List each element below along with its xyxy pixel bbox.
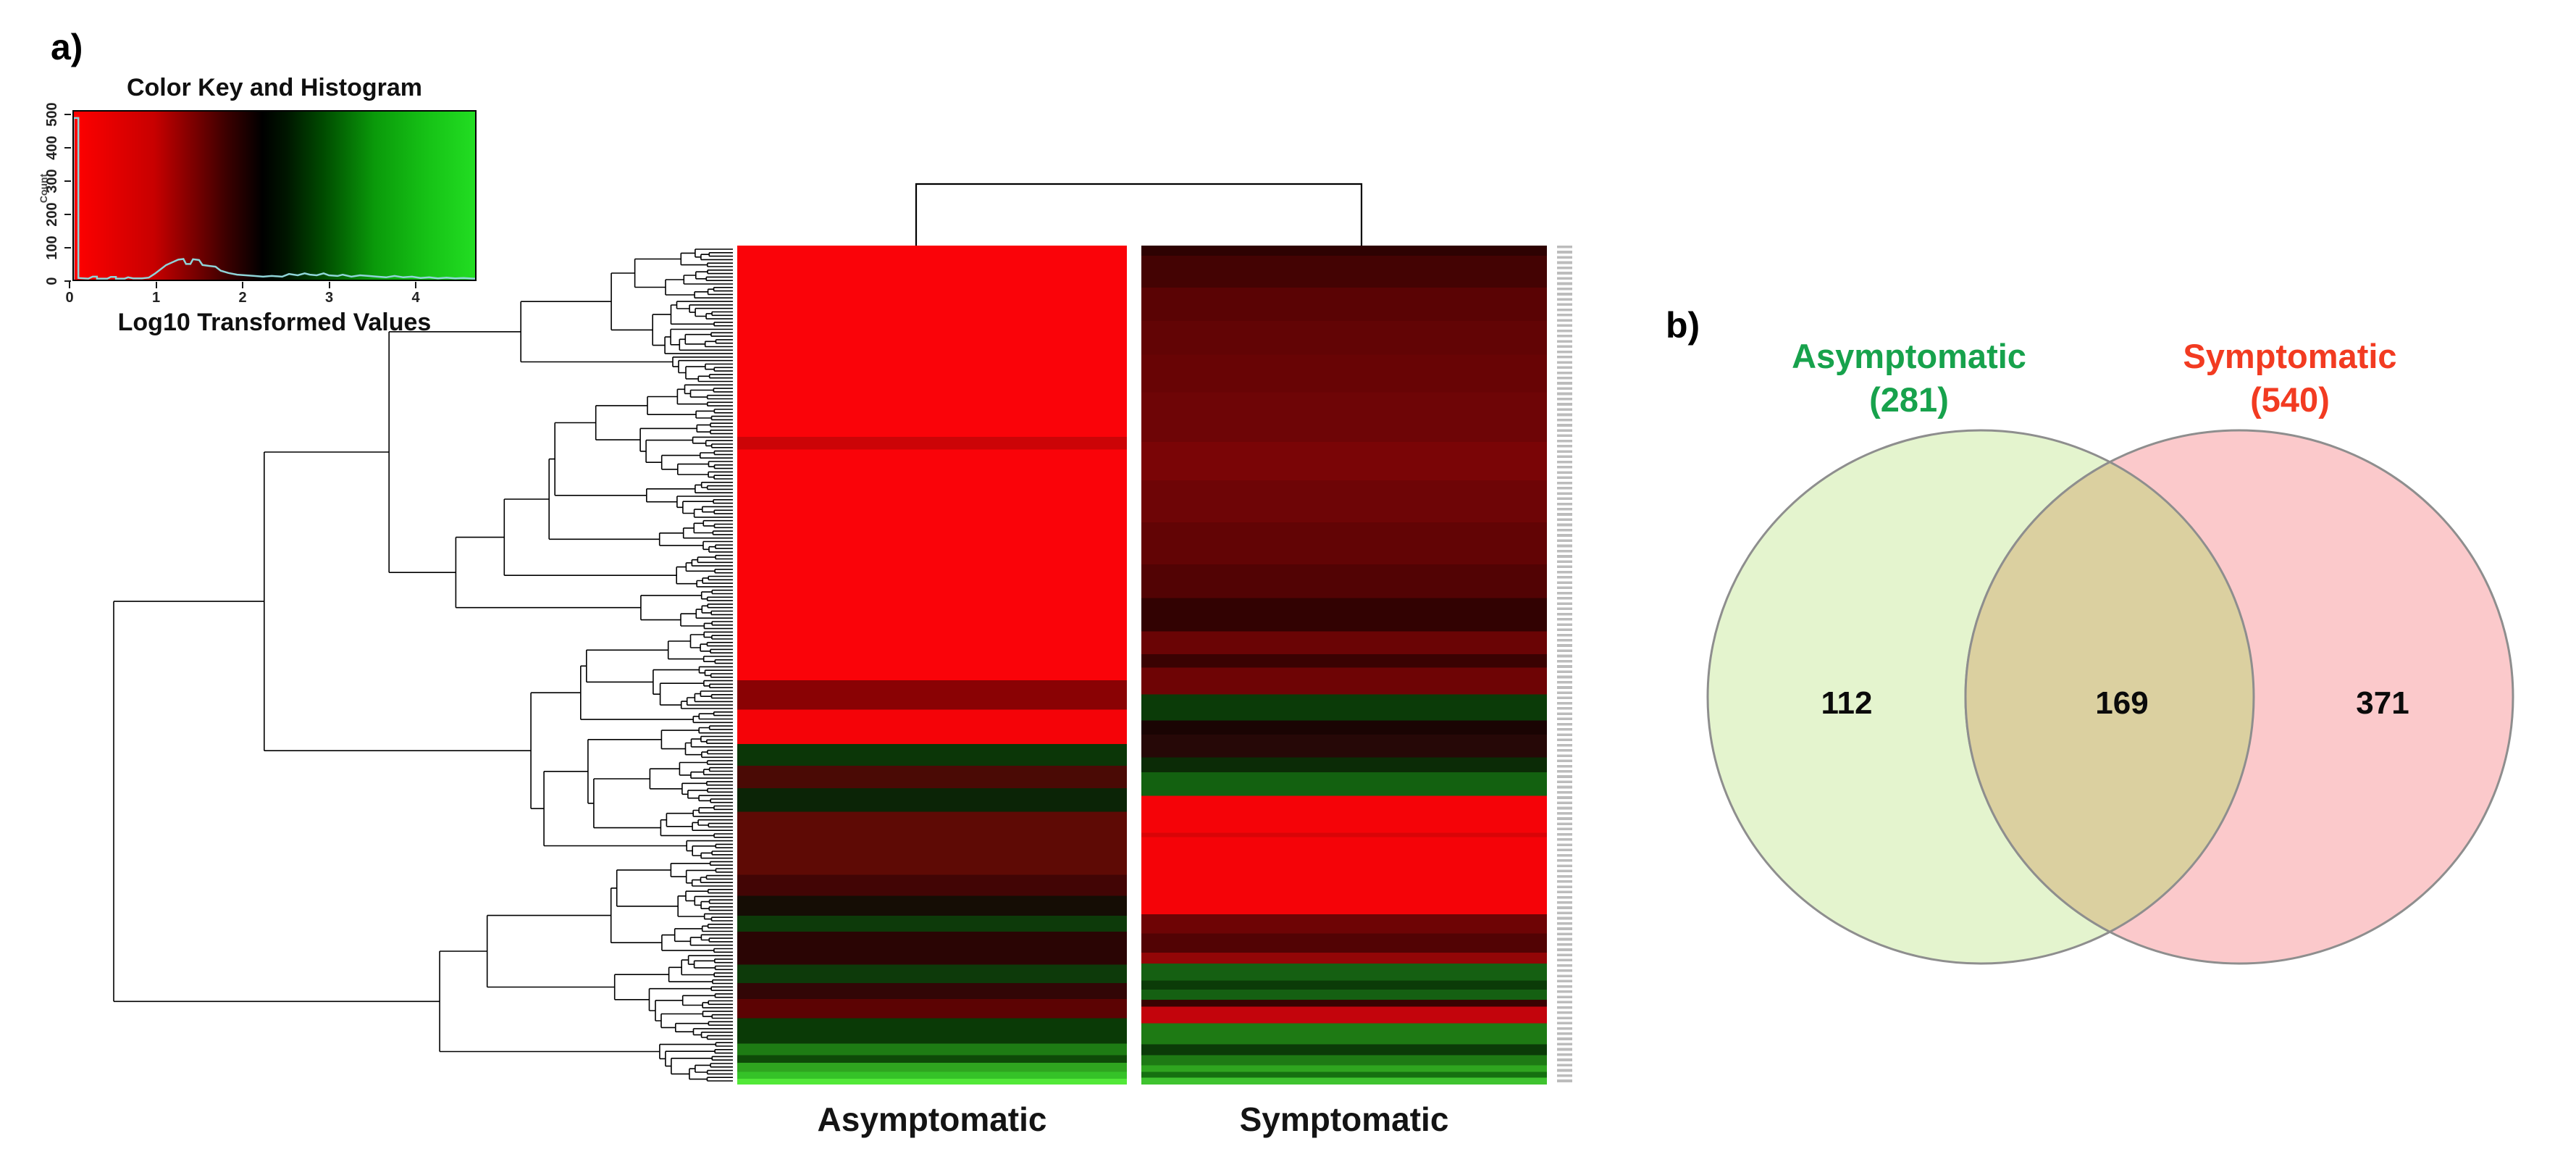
row-dendrogram xyxy=(113,248,733,1082)
venn-right-title: Symptomatic (540) xyxy=(2116,335,2464,422)
heatmap-column-asymptomatic xyxy=(737,246,1127,1085)
color-key-y-tick xyxy=(64,247,71,248)
heatmap-column-symptomatic xyxy=(1141,246,1547,1085)
venn-right-only-value: 371 xyxy=(2356,685,2409,721)
venn-left-circle-inner-arc xyxy=(1965,430,2255,964)
color-key-gradient xyxy=(72,110,477,281)
color-key-x-tick xyxy=(242,282,243,288)
color-key-y-tick xyxy=(64,114,71,115)
color-key-x-label: Log10 Transformed Values xyxy=(117,309,432,336)
heatmap-row-labels xyxy=(1557,246,1572,1085)
heatmap-label-asymptomatic: Asymptomatic xyxy=(817,1100,1047,1138)
color-key-x-tick-label: 3 xyxy=(324,290,334,306)
venn-intersection-value: 169 xyxy=(2095,685,2149,721)
color-key-y-tick xyxy=(64,280,71,282)
color-key-y-tick-label: 0 xyxy=(44,277,60,285)
venn-right-title-line2: (540) xyxy=(2250,380,2330,419)
color-key-y-tick-label: 400 xyxy=(44,135,60,160)
color-key-x-tick-label: 0 xyxy=(65,290,74,306)
venn-left-title-line2: (281) xyxy=(1869,380,1949,419)
color-key-y-tick xyxy=(64,214,71,215)
venn-right-title-line1: Symptomatic xyxy=(2183,337,2397,375)
color-key-x-tick-label: 2 xyxy=(238,290,247,306)
color-key-histogram xyxy=(74,117,475,280)
venn-intersection-region xyxy=(1964,430,2254,964)
color-key-x-tick-label: 1 xyxy=(151,290,161,306)
color-key-y-tick-label: 300 xyxy=(44,169,60,193)
color-key-y-tick-label: 200 xyxy=(44,202,60,227)
color-key-y-tick xyxy=(64,180,71,182)
color-key-y-tick-label: 100 xyxy=(44,235,60,260)
row-dendrogram-tree xyxy=(113,248,733,1082)
venn-left-only-value: 112 xyxy=(1821,685,1873,721)
panel-a-label: a) xyxy=(51,27,83,67)
color-key-x-tick xyxy=(328,282,330,288)
color-key-y-tick-label: 500 xyxy=(44,102,60,127)
venn-left-title-line1: Asymptomatic xyxy=(1792,337,2026,375)
venn-diagram xyxy=(1706,429,2514,965)
color-key-x-tick xyxy=(415,282,416,288)
column-dendrogram xyxy=(915,183,1363,248)
heatmap-label-symptomatic: Symptomatic xyxy=(1239,1100,1449,1138)
color-key-y-tick xyxy=(64,147,71,149)
color-key-x-tick xyxy=(155,282,157,288)
color-key-title: Color Key and Histogram xyxy=(126,74,423,101)
venn-left-title: Asymptomatic (281) xyxy=(1735,335,2083,422)
panel-b-label: b) xyxy=(1666,305,1700,346)
color-key-x-tick-label: 4 xyxy=(411,290,420,306)
color-key-x-tick xyxy=(69,282,70,288)
